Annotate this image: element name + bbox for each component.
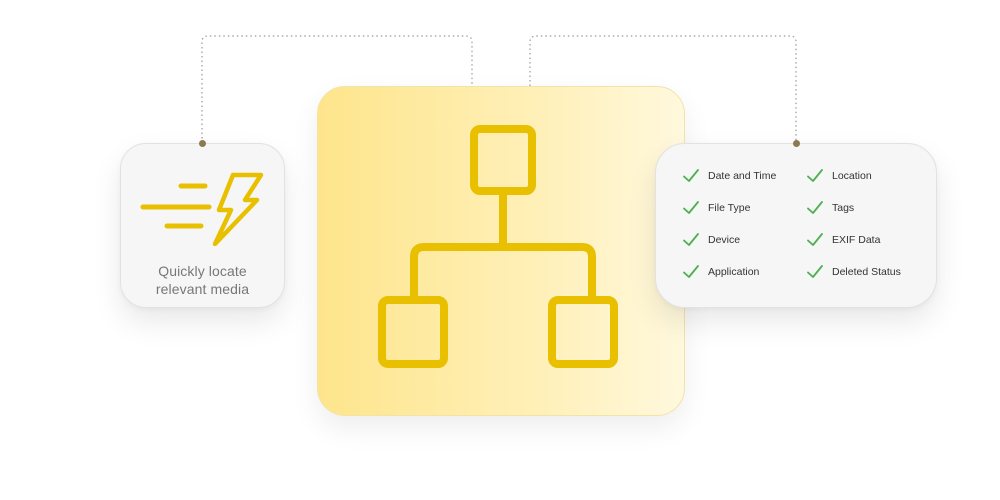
feature-deleted-status: Deleted Status bbox=[806, 264, 922, 296]
hierarchy-card bbox=[317, 86, 685, 416]
feature-label: Application bbox=[708, 266, 760, 278]
quick-locate-caption: Quickly locate relevant media bbox=[121, 262, 284, 298]
feature-label: EXIF Data bbox=[832, 234, 881, 246]
feature-label: Deleted Status bbox=[832, 266, 901, 278]
feature-label: Date and Time bbox=[708, 170, 777, 182]
feature-tags: Tags bbox=[806, 200, 922, 232]
check-icon bbox=[807, 169, 823, 182]
feature-list: Date and Time Location File Type Tags De… bbox=[682, 168, 922, 296]
quick-locate-card: Quickly locate relevant media bbox=[120, 143, 285, 308]
feature-label: Location bbox=[832, 170, 872, 182]
feature-file-type: File Type bbox=[682, 200, 806, 232]
check-icon bbox=[807, 265, 823, 278]
feature-location: Location bbox=[806, 168, 922, 200]
feature-label: Tags bbox=[832, 202, 855, 214]
feature-application: Application bbox=[682, 264, 806, 296]
feature-device: Device bbox=[682, 232, 806, 264]
check-icon bbox=[683, 265, 699, 278]
check-icon bbox=[807, 201, 823, 214]
search-filters-card: Date and Time Location File Type Tags De… bbox=[655, 143, 937, 308]
check-icon bbox=[683, 201, 699, 214]
check-icon bbox=[807, 233, 823, 246]
right-connector-dot bbox=[792, 139, 800, 147]
hierarchy-icon bbox=[378, 125, 618, 368]
feature-label: Device bbox=[708, 234, 741, 246]
feature-exif-data: EXIF Data bbox=[806, 232, 922, 264]
caption-line-2: relevant media bbox=[155, 281, 250, 297]
feature-date-and-time: Date and Time bbox=[682, 168, 806, 200]
feature-label: File Type bbox=[708, 202, 751, 214]
left-connector-dot bbox=[198, 139, 206, 147]
check-icon bbox=[683, 169, 699, 182]
caption-line-1: Quickly locate bbox=[158, 263, 247, 279]
check-icon bbox=[683, 233, 699, 246]
speed-lightning-icon bbox=[140, 172, 264, 246]
